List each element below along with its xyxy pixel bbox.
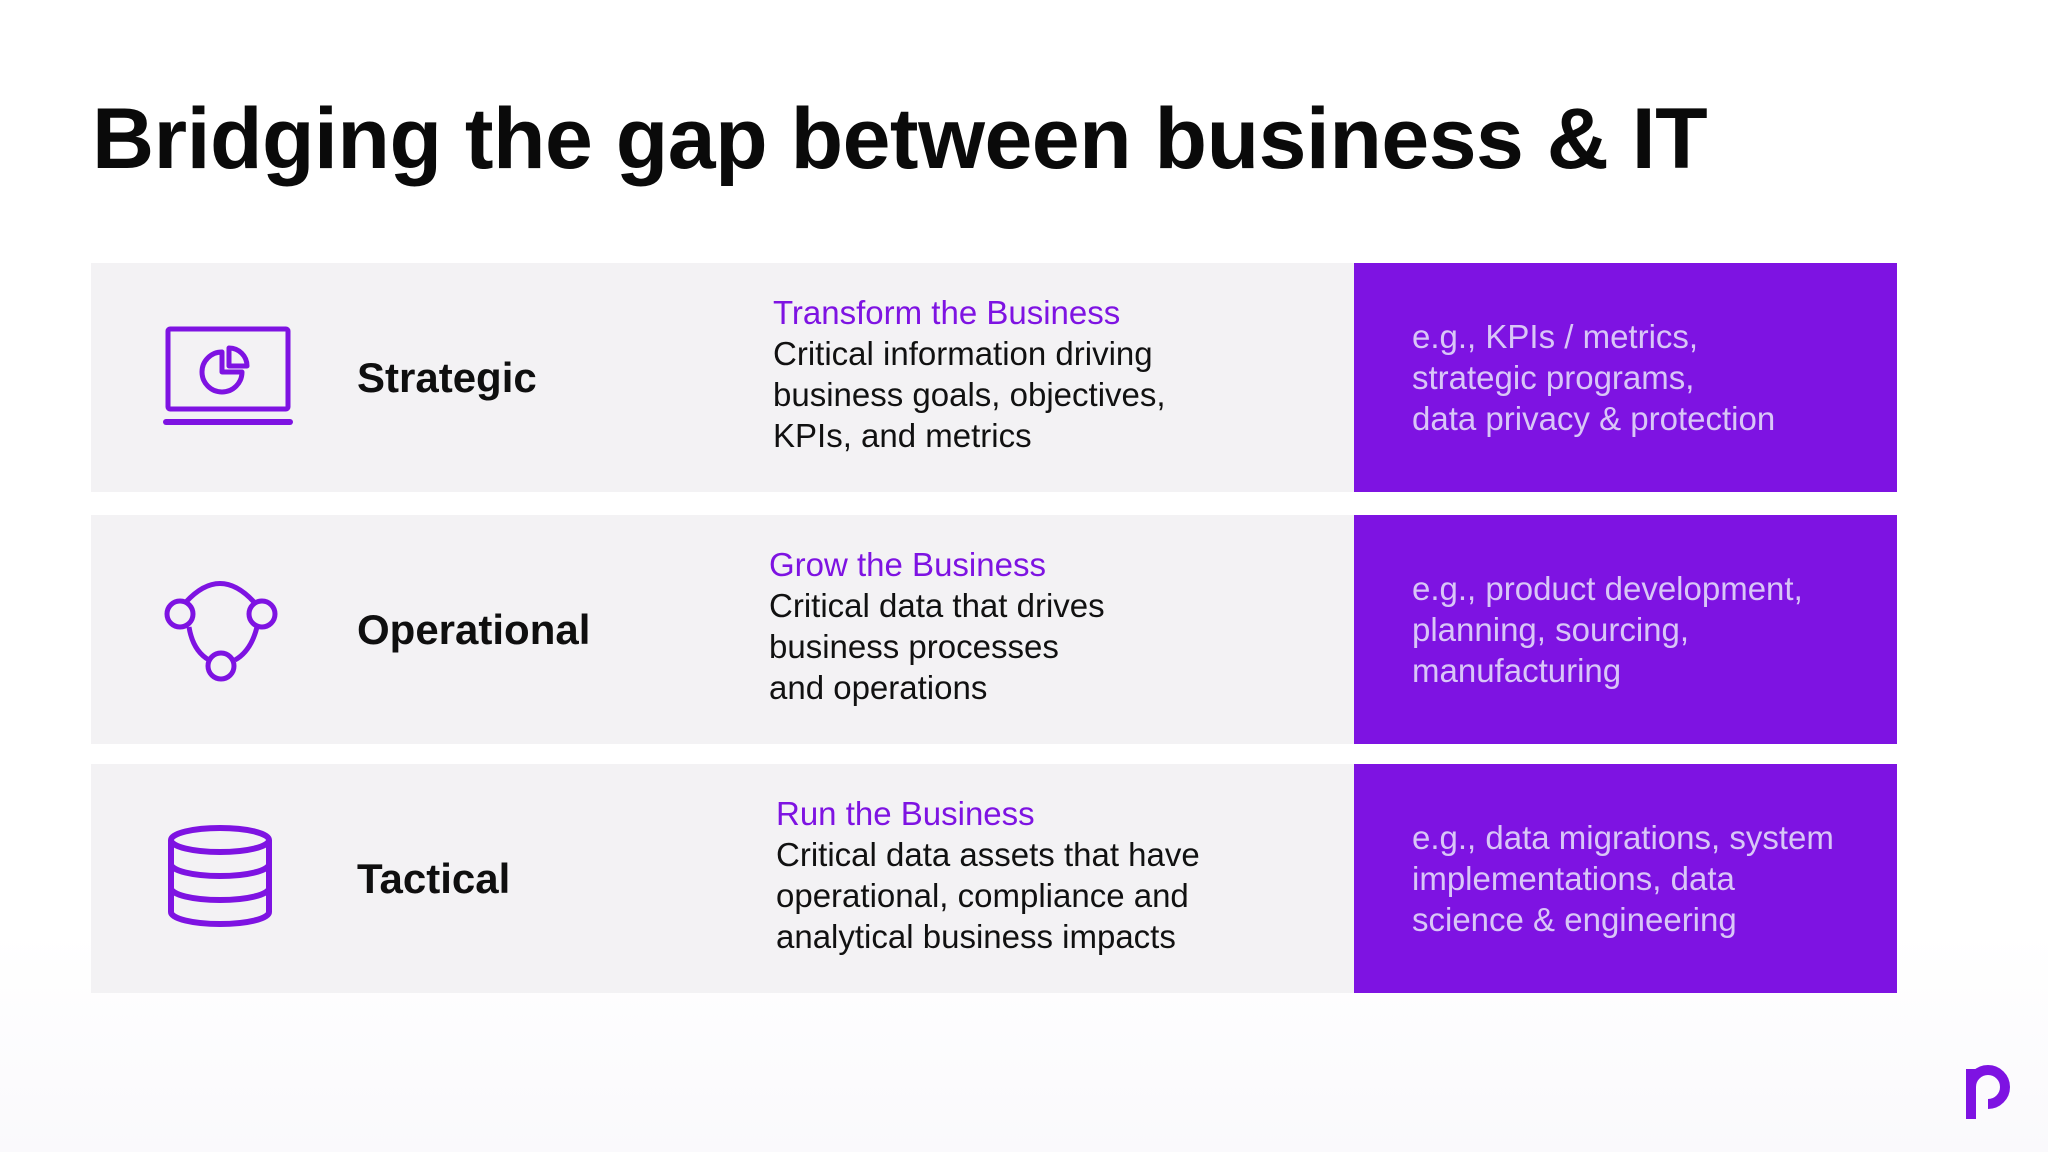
row-operational: Operational Grow the Business Critical d… bbox=[91, 515, 1897, 744]
row-label: Operational bbox=[357, 605, 591, 653]
row-strategic: Strategic Transform the Business Critica… bbox=[91, 263, 1897, 492]
row-tactical: Tactical Run the Business Critical data … bbox=[91, 764, 1897, 993]
laptop-pie-chart-icon bbox=[163, 321, 293, 433]
examples-text: e.g., data migrations, system implementa… bbox=[1412, 819, 1834, 938]
row-label: Strategic bbox=[357, 353, 537, 401]
database-icon bbox=[163, 822, 293, 934]
examples-box: e.g., data migrations, system implementa… bbox=[1354, 764, 1897, 993]
row-description: Run the Business Critical data assets th… bbox=[776, 794, 1336, 957]
row-background bbox=[91, 263, 1354, 492]
examples-box: e.g., product development, planning, sou… bbox=[1354, 515, 1897, 744]
row-heading: Run the Business bbox=[776, 795, 1035, 832]
row-description-text: Critical information driving business go… bbox=[773, 335, 1166, 454]
row-description-text: Critical data assets that have operation… bbox=[776, 836, 1200, 955]
row-background bbox=[91, 764, 1354, 993]
examples-text: e.g., product development, planning, sou… bbox=[1412, 570, 1803, 689]
row-description-text: Critical data that drives business proce… bbox=[769, 587, 1105, 706]
examples-box: e.g., KPIs / metrics, strategic programs… bbox=[1354, 263, 1897, 492]
row-label: Tactical bbox=[357, 854, 511, 902]
row-heading: Grow the Business bbox=[769, 546, 1046, 583]
slide-title: Bridging the gap between business & IT bbox=[92, 91, 1708, 187]
brand-p-logo-icon bbox=[1965, 1063, 2015, 1121]
examples-text: e.g., KPIs / metrics, strategic programs… bbox=[1412, 318, 1776, 437]
row-description: Grow the Business Critical data that dri… bbox=[769, 545, 1329, 708]
row-heading: Transform the Business bbox=[773, 294, 1121, 331]
row-background bbox=[91, 515, 1354, 744]
network-nodes-icon bbox=[163, 573, 293, 685]
row-description: Transform the Business Critical informat… bbox=[773, 293, 1333, 456]
